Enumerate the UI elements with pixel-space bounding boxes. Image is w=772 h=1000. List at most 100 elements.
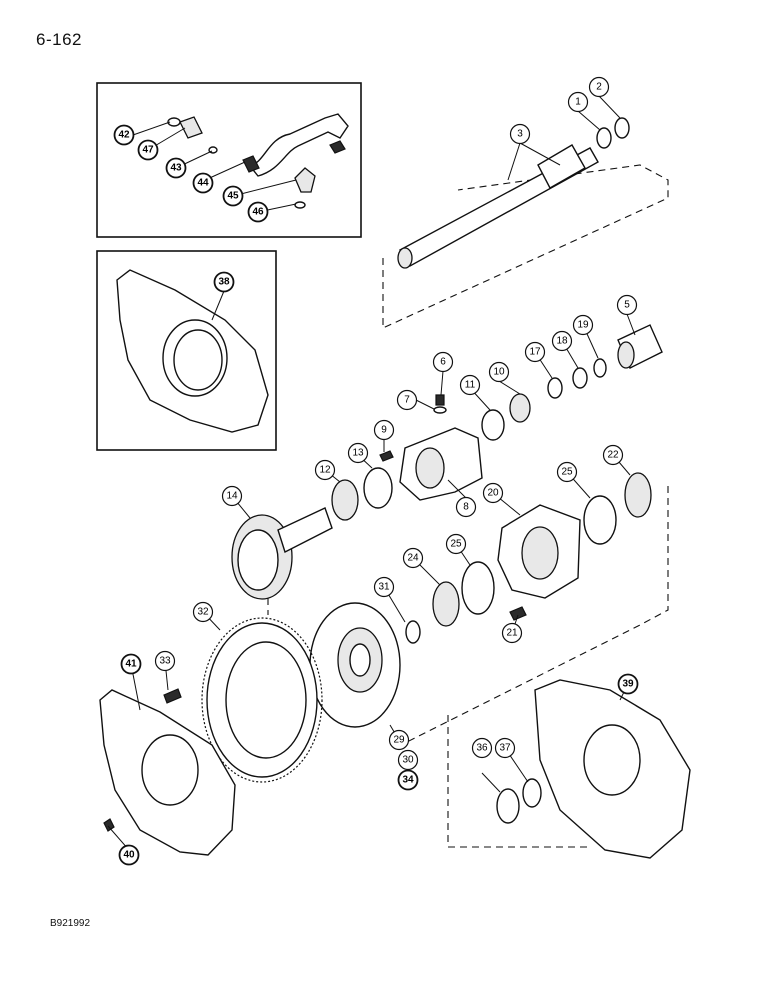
inset-frame-tube-fittings [96,82,362,238]
callout-label: 6 [440,357,446,368]
dashed-group-cover-39 [447,715,590,848]
oil-tube [248,113,349,177]
callout-44: 44 [192,172,214,194]
callout-circle [617,673,639,695]
gear-14-shaft [277,507,333,553]
ring-18 [572,367,588,389]
callout-5: 5 [616,294,638,316]
elbow-fitting-45 [294,167,316,193]
callout-circle [373,576,395,598]
callout-label: 29 [393,735,405,746]
callout-8: 8 [455,496,477,518]
bearing-cup-25-lower [461,561,495,615]
callout-1: 1 [567,91,589,113]
seal-1 [596,127,612,149]
callout-circle [397,769,419,791]
cover-39-opening [583,724,641,796]
callout-circle [494,737,516,759]
callout-21: 21 [501,622,523,644]
callout-label: 30 [402,755,414,766]
callout-label: 32 [197,607,209,618]
bolt-21 [509,606,527,621]
callout-37: 37 [494,737,516,759]
bearing-cup-25-upper [583,495,617,545]
plug-6 [435,394,445,406]
callout-label: 17 [529,347,541,358]
ring-37 [522,778,542,808]
callout-circle [567,91,589,113]
callout-label: 25 [450,539,462,550]
callout-label: 7 [404,395,410,406]
ring-gear-32-inner [225,641,307,759]
callout-36: 36 [471,737,493,759]
callout-label: 1 [575,97,581,108]
callout-46: 46 [247,201,269,223]
callout-circle [137,139,159,161]
callout-circle [192,172,214,194]
callout-label: 3 [517,129,523,140]
callout-circle [154,650,176,672]
callout-label: 5 [624,300,630,311]
callout-label: 2 [596,82,602,93]
callout-label: 18 [556,336,568,347]
shaft-3-collar [537,144,586,189]
hub-20-bore [521,526,559,580]
housing-8-bore [415,447,445,489]
callout-label: 22 [607,450,619,461]
figure-id: B921992 [50,918,91,929]
oil-tube-ends [242,140,346,173]
callout-34: 34 [397,769,419,791]
callout-10: 10 [488,361,510,383]
callout-41: 41 [120,653,142,675]
ring-gear-32 [201,617,323,783]
callout-circle [556,461,578,483]
cover-41 [99,689,236,856]
callout-circle [455,496,477,518]
callouts: 1235678910111213141718192021222425252930… [113,76,639,866]
callout-label: 39 [622,679,634,690]
callout-circle [551,330,573,352]
inset-cover-38 [116,269,269,433]
callout-25: 25 [556,461,578,483]
callout-24: 24 [402,547,424,569]
callout-label: 24 [407,553,419,564]
gear-14 [231,507,333,600]
o-ring-42 [167,117,181,127]
callout-6: 6 [432,351,454,373]
callout-label: 33 [159,656,171,667]
callout-43: 43 [165,157,187,179]
callout-31: 31 [373,576,395,598]
bolt-9 [379,450,394,462]
callout-25: 25 [445,533,467,555]
callout-label: 45 [227,191,239,202]
callout-45: 45 [222,185,244,207]
clip-40 [103,818,115,832]
callout-label: 42 [118,130,130,141]
callout-circle [509,123,531,145]
housing-8 [399,427,483,501]
callout-39: 39 [617,673,639,695]
ring-31 [405,620,421,644]
callout-label: 12 [319,465,331,476]
callout-circle [488,361,510,383]
callout-circle [524,341,546,363]
hub-20 [497,504,581,599]
callout-13: 13 [347,442,369,464]
callout-circle [347,442,369,464]
bolt-33 [163,688,182,704]
callout-circle [445,533,467,555]
callout-label: 25 [561,467,573,478]
bearing-cone-22 [624,472,652,518]
callout-label: 43 [170,163,182,174]
cover-41-opening [141,734,199,806]
callout-label: 41 [125,659,137,670]
seal-2 [614,117,630,139]
callout-label: 37 [499,743,511,754]
callout-circle [432,351,454,373]
callout-label: 34 [402,775,414,786]
callout-circle [471,737,493,759]
callout-circle [222,185,244,207]
callout-label: 8 [463,502,469,513]
inset-tube-fittings [167,113,349,209]
